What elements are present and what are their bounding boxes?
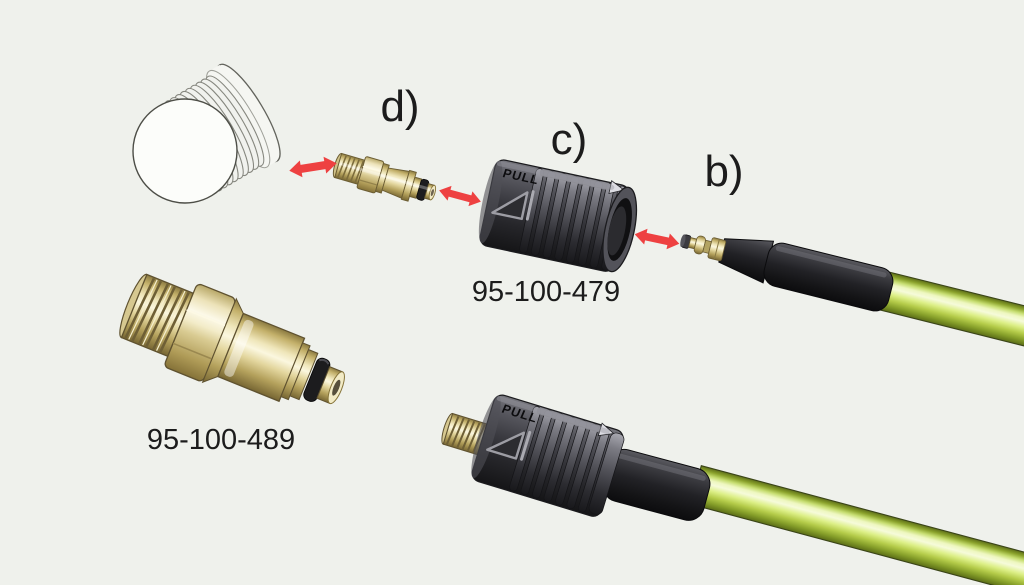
callout-c: c): [551, 115, 588, 164]
blank-threaded-part: [132, 63, 281, 204]
assembled-coupler-body: PULL: [471, 394, 625, 517]
assembled-coupler-thread: [441, 412, 494, 458]
large-adapter: [119, 273, 345, 405]
small-adapter-part-d: [332, 152, 437, 202]
part-number-large-adapter: 95-100-489: [147, 424, 295, 456]
hose-plug-part-b: [680, 234, 1024, 351]
coupler-part-c: PULL: [478, 159, 638, 273]
callout-d: d): [380, 82, 419, 131]
part-number-coupler: 95-100-479: [472, 276, 620, 308]
callout-b: b): [704, 147, 743, 196]
